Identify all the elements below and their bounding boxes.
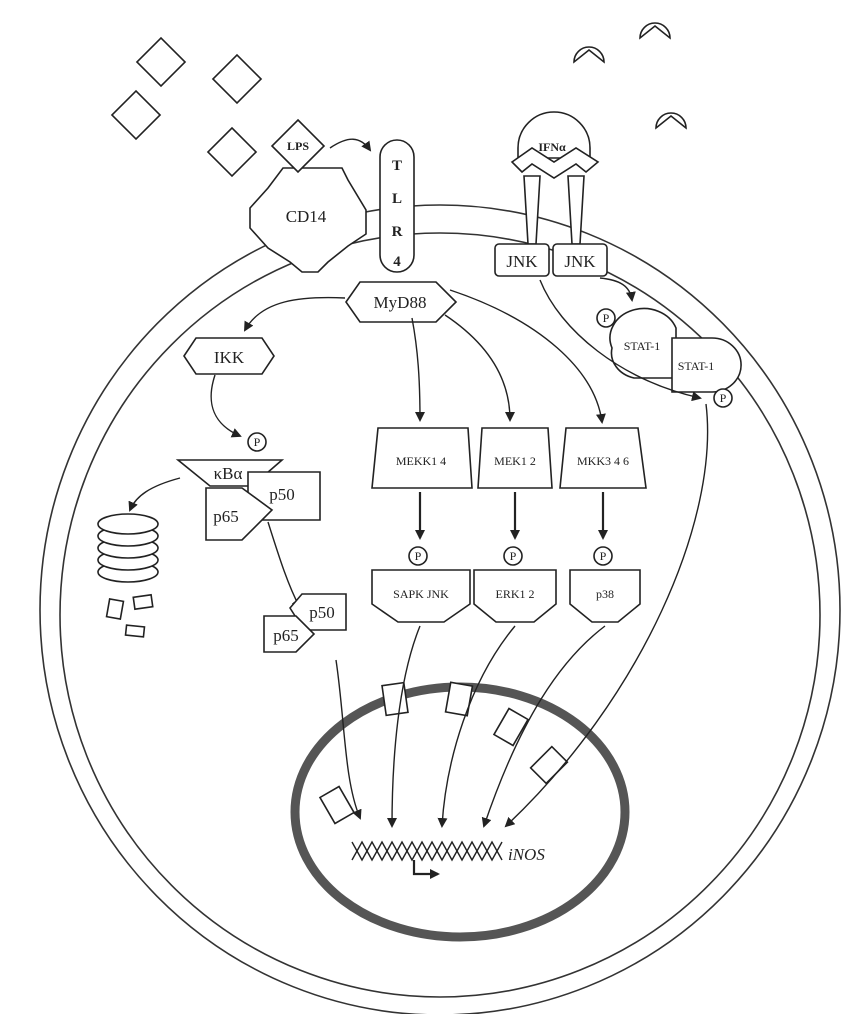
phospho-p38: P [594,547,612,565]
cd14-receptor: CD14 [250,168,366,272]
ikk-complex: IKK [184,338,274,374]
dna-helix [352,842,502,860]
lps-molecules [112,38,261,176]
sapk-to-inos-arrow [392,626,420,826]
p-label: P [510,549,517,563]
transcription-start-arrow [414,860,438,874]
ifn-molecules [574,23,686,128]
jnk-to-stat-arrow [600,278,632,300]
mkk346-label: MKK3 4 6 [577,454,629,468]
lps-bound: LPS [272,120,324,172]
ikba-to-proteasome-arrow [130,478,180,510]
tlr4-receptor: T L R 4 [380,140,414,272]
myd88-label: MyD88 [374,293,427,312]
p-label: P [254,435,261,449]
cd14-label: CD14 [286,207,327,226]
proteasome [98,514,158,582]
p38-label: p38 [596,587,614,601]
mekk14-kinase: MEKK1 4 [372,428,472,488]
p-label: P [603,311,610,325]
p-label: P [600,549,607,563]
tlr4-letter-l: L [392,191,402,207]
myd88-to-mek12-arrow [445,315,510,420]
p-label: P [415,549,422,563]
tlr4-letter-4: 4 [393,254,401,270]
tlr4-letter-r: R [392,224,403,240]
myd88-to-mekk14-arrow [412,318,420,420]
phospho-ikba: P [248,433,266,451]
mek12-label: MEK1 2 [494,454,536,468]
phospho-erk: P [504,547,522,565]
ikk-to-ikba-arrow [211,375,240,436]
lps-label: LPS [287,139,309,153]
erk12-kinase: ERK1 2 [474,570,556,622]
lps-to-tlr4-arrow [330,139,370,150]
phospho-stat1-top: P [597,309,615,327]
p-label: P [720,391,727,405]
ikba-label: κBα [214,464,243,483]
jnk-box-1: JNK [495,244,549,276]
p65-to-nucleus-path [268,522,300,608]
phospho-stat1-bottom: P [714,389,732,407]
sapk-label: SAPK JNK [393,587,449,601]
p50-label: p50 [269,485,295,504]
sapk-jnk-kinase: SAPK JNK [372,570,470,622]
stat1-label-1: STAT-1 [624,339,661,353]
jnk-label-2: JNK [564,252,596,271]
p65-label: p65 [213,507,239,526]
p38-kinase: p38 [570,570,640,622]
jnk-box-2: JNK [553,244,607,276]
ifn-receptor: IFNα [512,112,598,244]
mek12-kinase: MEK1 2 [478,428,552,488]
stat1-label-2: STAT-1 [678,359,715,373]
inos-gene-label: iNOS [508,845,545,864]
ikk-label: IKK [214,348,245,367]
mekk14-label: MEKK1 4 [396,454,446,468]
tlr4-letter-t: T [392,158,402,174]
ifn-label: IFNα [538,140,566,154]
erk12-label: ERK1 2 [496,587,535,601]
phospho-sapk: P [409,547,427,565]
jnk-label-1: JNK [506,252,538,271]
p65-free-label: p65 [273,626,299,645]
myd88-to-ikk-arrow [245,298,345,330]
mkk346-kinase: MKK3 4 6 [560,428,646,488]
p50-free-label: p50 [309,603,335,622]
myd88-adaptor: MyD88 [346,282,456,322]
degradation-fragments [107,595,153,637]
myd88-to-mkk346-arrow [450,290,602,422]
